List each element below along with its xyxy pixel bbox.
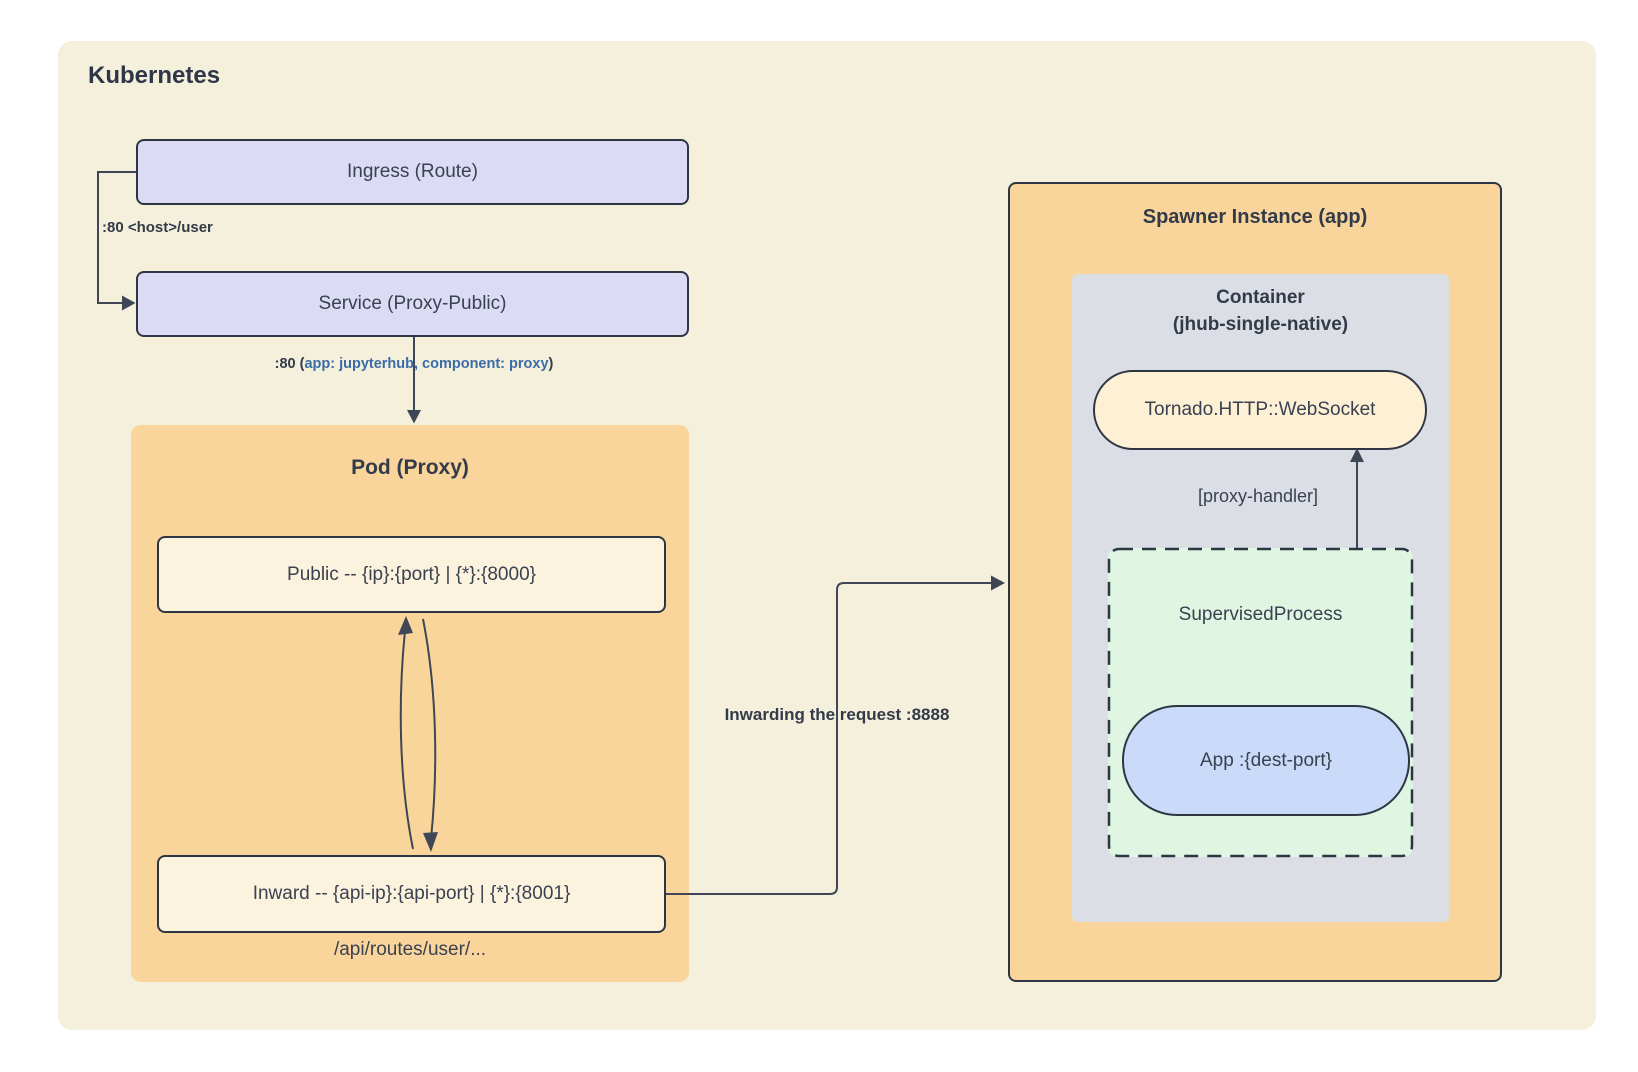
container-title-line1: Container xyxy=(1216,287,1305,308)
ingress-node-label: Ingress (Route) xyxy=(347,161,478,182)
app-dest-port-node: App :{dest-port} xyxy=(1122,705,1410,816)
edge-label-port80-host: :80 <host>/user xyxy=(102,219,213,236)
tornado-websocket-label: Tornado.HTTP::WebSocket xyxy=(1144,399,1376,420)
inward-route-label: Inward -- {api-ip}:{api-port} | {*}:{800… xyxy=(252,883,571,904)
service-node-label: Service (Proxy-Public) xyxy=(318,293,507,314)
edge-label-inwarding-request: Inwarding the request :8888 xyxy=(724,705,950,724)
selector-suffix: ) xyxy=(548,356,554,372)
selector-labels: app: jupyterhub, component: proxy xyxy=(304,356,549,372)
container-title-line2: (jhub-single-native) xyxy=(1172,314,1349,335)
service-node: Service (Proxy-Public) xyxy=(136,271,689,337)
public-route-label: Public -- {ip}:{port} | {*}:{8000} xyxy=(287,563,536,585)
public-route-node: Public -- {ip}:{port} | {*}:{8000} xyxy=(157,536,666,613)
edge-label-proxy-handler: [proxy-handler] xyxy=(1197,486,1319,506)
selector-prefix: :80 ( xyxy=(274,356,305,372)
spawner-instance-group-title: Spawner Instance (app) xyxy=(1142,206,1368,228)
pod-proxy-group-title: Pod (Proxy) xyxy=(351,456,469,479)
api-routes-note: /api/routes/user/... xyxy=(333,939,487,960)
container-group-title: Container (jhub-single-native) xyxy=(1072,284,1449,338)
edge-label-port80-selector: :80 (app: jupyterhub, component: proxy) xyxy=(264,356,564,372)
supervised-process-label: SupervisedProcess xyxy=(1178,604,1343,625)
tornado-websocket-node: Tornado.HTTP::WebSocket xyxy=(1093,370,1427,450)
inward-route-node: Inward -- {api-ip}:{api-port} | {*}:{800… xyxy=(157,855,666,933)
app-dest-port-label: App :{dest-port} xyxy=(1199,749,1333,771)
kubernetes-group-title: Kubernetes xyxy=(88,62,221,89)
ingress-node: Ingress (Route) xyxy=(136,139,689,205)
